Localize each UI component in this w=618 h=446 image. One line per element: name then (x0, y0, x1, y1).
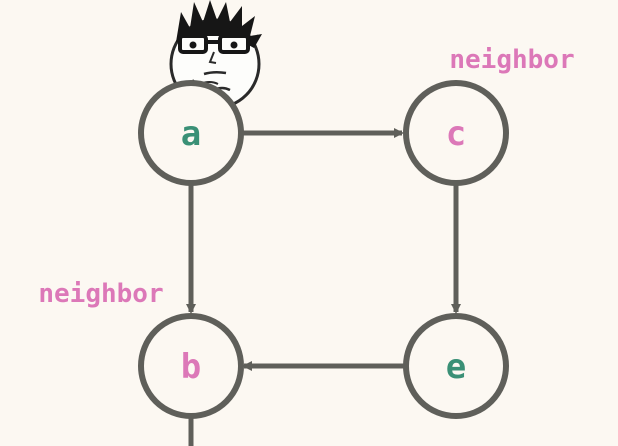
node-label-c: c (446, 114, 466, 154)
node-label-e: e (446, 347, 466, 387)
neighbor-label-b: neighbor (38, 279, 163, 309)
edges (186, 128, 461, 446)
node-label-a: a (181, 114, 201, 154)
node-label-b: b (181, 347, 201, 387)
node-c: c (403, 80, 509, 186)
neighbor-label-c: neighbor (449, 45, 574, 75)
node-e: e (403, 313, 509, 419)
node-b: b (138, 313, 244, 419)
node-a: a (138, 80, 244, 186)
